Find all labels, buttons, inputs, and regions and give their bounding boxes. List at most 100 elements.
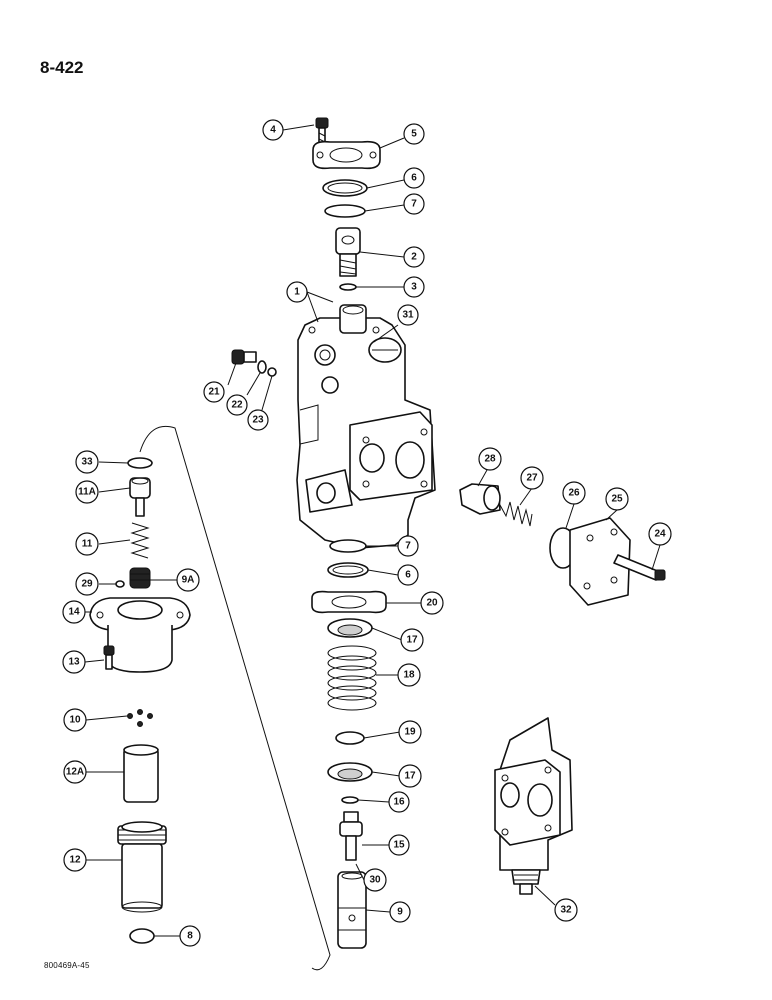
- svg-text:22: 22: [231, 400, 243, 411]
- svg-text:23: 23: [252, 415, 264, 426]
- svg-text:9: 9: [397, 907, 403, 918]
- part-spring-27: [499, 501, 533, 527]
- svg-text:2: 2: [411, 252, 417, 263]
- callout-7-top: 7: [403, 193, 425, 215]
- callout-11: 11: [75, 532, 99, 556]
- part-spool-9: [337, 871, 367, 949]
- svg-text:30: 30: [369, 875, 381, 886]
- svg-text:9A: 9A: [182, 575, 195, 586]
- part-oring-7-top: [324, 204, 366, 218]
- svg-text:31: 31: [402, 310, 414, 321]
- part-body-section-32: [494, 717, 573, 895]
- callout-19: 19: [398, 720, 422, 744]
- figure-code: 800469A-45: [44, 961, 90, 970]
- svg-text:18: 18: [403, 670, 415, 681]
- svg-text:32: 32: [560, 905, 572, 916]
- svg-text:17: 17: [404, 771, 416, 782]
- callout-4: 4: [262, 119, 284, 141]
- svg-text:5: 5: [411, 129, 417, 140]
- svg-text:13: 13: [68, 657, 80, 668]
- callout-12a: 12A: [63, 760, 87, 784]
- part-housing-12: [117, 821, 167, 913]
- leader-lines: [84, 124, 661, 937]
- part-sleeve-12a: [123, 744, 159, 803]
- svg-text:26: 26: [568, 488, 580, 499]
- part-ball-23: [267, 367, 277, 377]
- part-ball-8: [129, 928, 155, 944]
- svg-text:15: 15: [393, 840, 405, 851]
- part-plug-21: [231, 349, 257, 365]
- part-plunger-11a: [129, 477, 151, 517]
- callout-13: 13: [62, 650, 86, 674]
- callout-25: 25: [605, 487, 629, 511]
- part-oring-7-bottom: [329, 539, 367, 553]
- part-cap-14: [89, 597, 191, 673]
- callout-1: 1: [286, 281, 308, 303]
- svg-text:11A: 11A: [78, 487, 96, 498]
- svg-text:4: 4: [270, 125, 276, 136]
- callout-22: 22: [226, 394, 248, 416]
- part-spring-11: [130, 522, 150, 559]
- callout-31: 31: [397, 304, 419, 326]
- svg-text:8: 8: [187, 931, 193, 942]
- part-flange-20: [311, 590, 387, 614]
- svg-text:11: 11: [82, 539, 93, 550]
- callout-21: 21: [203, 381, 225, 403]
- part-ring-29: [115, 580, 125, 588]
- svg-text:28: 28: [484, 454, 496, 465]
- callout-20: 20: [420, 591, 444, 615]
- callout-17-top: 17: [400, 628, 424, 652]
- svg-text:29: 29: [81, 579, 93, 590]
- part-oring-16: [341, 796, 359, 804]
- callout-2: 2: [403, 246, 425, 268]
- svg-text:19: 19: [404, 727, 416, 738]
- page-number: 8-422: [40, 58, 84, 77]
- callout-6-bottom: 6: [397, 564, 419, 586]
- svg-text:7: 7: [405, 541, 411, 552]
- part-backup-ring-6-top: [322, 179, 368, 197]
- callout-29: 29: [75, 572, 99, 596]
- svg-text:27: 27: [526, 473, 538, 484]
- svg-text:7: 7: [411, 199, 417, 210]
- callout-3: 3: [403, 276, 425, 298]
- callout-5: 5: [403, 123, 425, 145]
- svg-text:1: 1: [294, 287, 300, 298]
- part-spring-18: [327, 645, 377, 711]
- callout-28: 28: [478, 447, 502, 471]
- callout-6-top: 6: [403, 167, 425, 189]
- callout-27: 27: [520, 466, 544, 490]
- part-fitting-2: [335, 227, 361, 277]
- part-poppet-28: [459, 483, 501, 515]
- part-valve-body-1: [296, 304, 436, 549]
- svg-text:10: 10: [69, 715, 81, 726]
- part-cover-25: [569, 517, 631, 606]
- callout-7-bottom: 7: [397, 535, 419, 557]
- callout-23: 23: [247, 409, 269, 431]
- part-plug-9a: [129, 567, 151, 589]
- callout-24: 24: [648, 522, 672, 546]
- callout-17-bottom: 17: [398, 764, 422, 788]
- part-backup-ring-6-bottom: [327, 562, 369, 578]
- svg-text:6: 6: [405, 570, 411, 581]
- part-seal-33: [127, 457, 153, 469]
- svg-text:25: 25: [611, 494, 623, 505]
- part-flange-5: [312, 140, 381, 170]
- svg-text:6: 6: [411, 173, 417, 184]
- callout-9: 9: [389, 901, 411, 923]
- svg-text:12A: 12A: [66, 767, 84, 778]
- part-oring-3: [339, 283, 357, 291]
- callout-16: 16: [388, 791, 410, 813]
- svg-text:17: 17: [406, 635, 418, 646]
- callout-32: 32: [554, 898, 578, 922]
- callout-26: 26: [562, 481, 586, 505]
- part-bolt-15: [339, 811, 363, 861]
- callout-10: 10: [63, 708, 87, 732]
- part-oring-22: [257, 360, 267, 374]
- svg-text:14: 14: [68, 607, 80, 618]
- callout-8: 8: [179, 925, 201, 947]
- guide-line: [139, 426, 331, 971]
- callout-11a: 11A: [75, 480, 99, 504]
- part-retainer-17-bottom: [327, 762, 373, 782]
- svg-text:3: 3: [411, 282, 417, 293]
